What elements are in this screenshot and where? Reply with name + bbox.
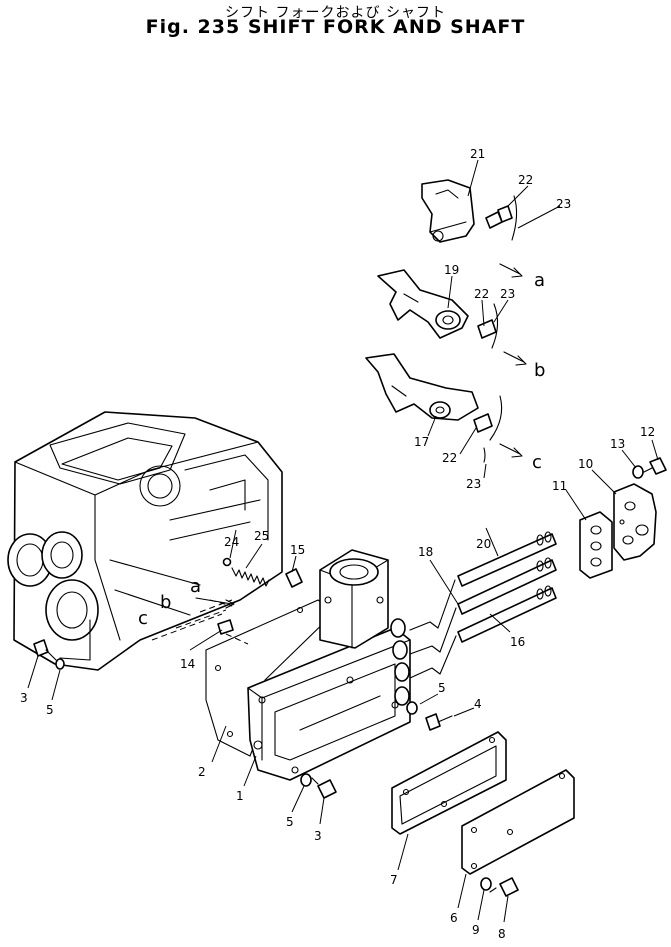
bracket-10 — [613, 483, 657, 561]
callout-22-upper: 22 — [518, 173, 533, 187]
bolt-22-lower — [473, 413, 493, 433]
direction-letters: a b c a b c — [138, 270, 545, 629]
callout-19: 19 — [444, 263, 459, 277]
ball-24 — [222, 557, 232, 567]
spring-25 — [231, 567, 270, 587]
letter-c-fork: c — [532, 452, 542, 473]
letter-a-case: a — [190, 576, 201, 597]
callout-15: 15 — [290, 543, 305, 557]
callout-23-upper: 23 — [556, 197, 571, 211]
shift-shaft-16 — [457, 585, 557, 643]
plug-14 — [217, 619, 234, 635]
washer-13 — [632, 465, 644, 479]
letter-a-fork: a — [534, 270, 545, 291]
callout-20: 20 — [476, 537, 491, 551]
bolt-22-upper — [485, 205, 513, 229]
bolt-8 — [489, 877, 519, 897]
bolt-4 — [425, 713, 453, 731]
wire-23-lower — [483, 395, 503, 463]
callout-5-bottom: 5 — [286, 815, 294, 829]
callout-1: 1 — [236, 789, 244, 803]
callout-13: 13 — [610, 437, 625, 451]
transmission-case — [7, 411, 283, 671]
letter-b-fork: b — [534, 360, 545, 381]
callout-4: 4 — [474, 697, 482, 711]
callout-8: 8 — [498, 927, 506, 941]
figure-title: Fig. 235 SHIFT FORK AND SHAFT — [145, 16, 526, 38]
callout-17: 17 — [414, 435, 429, 449]
callout-21: 21 — [470, 147, 485, 161]
callout-16: 16 — [510, 635, 525, 649]
callout-2: 2 — [198, 765, 206, 779]
shift-shaft-18 — [457, 557, 557, 615]
gasket-7 — [391, 731, 507, 835]
shift-fork-19 — [377, 269, 469, 339]
callout-24: 24 — [224, 535, 239, 549]
callout-18: 18 — [418, 545, 433, 559]
leader-lines — [27, 159, 659, 923]
bolt-22-middle — [477, 319, 497, 339]
callout-11: 11 — [552, 479, 567, 493]
direction-arrows — [195, 263, 527, 609]
callout-3-bottom: 3 — [314, 829, 322, 843]
bolt-12 — [643, 457, 667, 475]
callout-labels: 21 22 23 19 22 23 17 22 23 20 18 16 11 1… — [20, 147, 655, 941]
shift-shaft-20 — [457, 531, 557, 587]
washer-9 — [480, 877, 492, 891]
callout-14: 14 — [180, 657, 195, 671]
callout-3-left: 3 — [20, 691, 28, 705]
callout-25: 25 — [254, 529, 269, 543]
shaft-break-lines — [409, 579, 457, 679]
callout-12: 12 — [640, 425, 655, 439]
bolt-3-left — [33, 639, 57, 661]
callout-5-right: 5 — [438, 681, 446, 695]
wire-23-middle — [491, 303, 499, 349]
callout-5-left: 5 — [46, 703, 54, 717]
letter-b-case: b — [160, 592, 171, 613]
washer-5-bottom — [300, 773, 312, 787]
cover-6 — [461, 769, 575, 875]
callout-23-middle: 23 — [500, 287, 515, 301]
washer-5-left — [55, 658, 65, 670]
callout-6: 6 — [450, 911, 458, 925]
cover-housing-1 — [247, 549, 411, 781]
callout-23-lower: 23 — [466, 477, 481, 491]
callout-9: 9 — [472, 923, 480, 937]
callout-22-lower: 22 — [442, 451, 457, 465]
interlock-plate-11 — [579, 511, 613, 579]
callout-10: 10 — [578, 457, 593, 471]
shift-fork-17 — [365, 353, 479, 421]
callout-22-middle: 22 — [474, 287, 489, 301]
shift-fork-21 — [421, 179, 475, 243]
title-japanese: シフト フォークおよび シャフト — [225, 5, 446, 21]
washer-5-right — [406, 701, 418, 715]
bolt-3-bottom — [311, 777, 337, 799]
callout-7: 7 — [390, 873, 398, 887]
plug-15 — [285, 568, 303, 588]
letter-c-case: c — [138, 608, 148, 629]
